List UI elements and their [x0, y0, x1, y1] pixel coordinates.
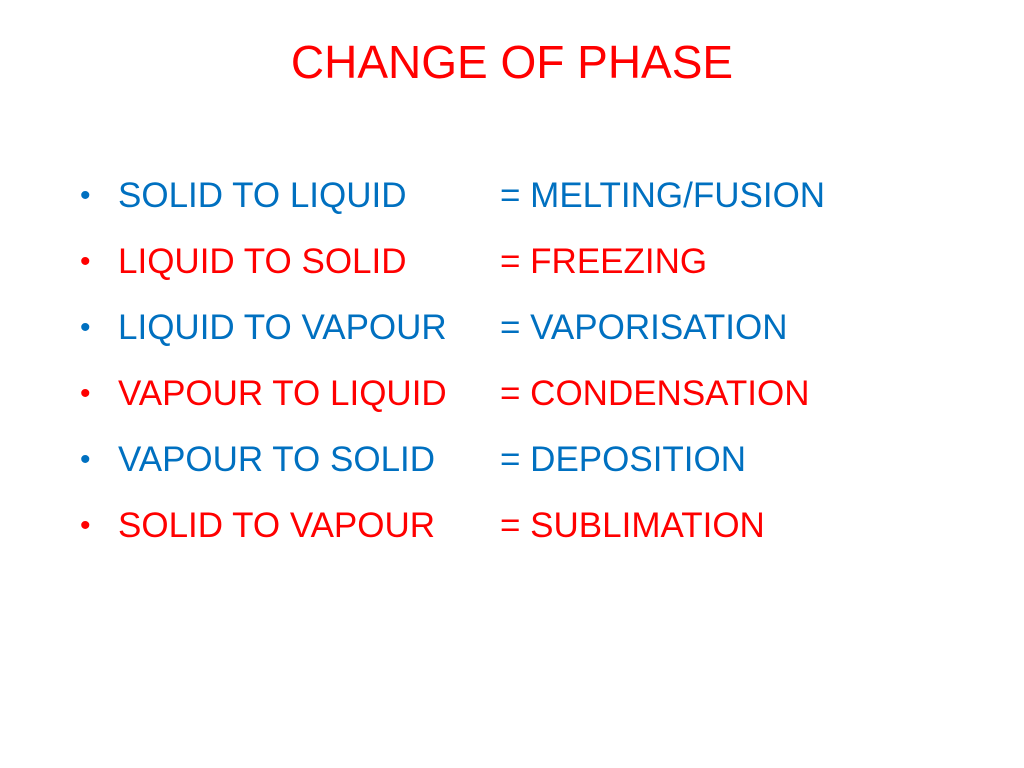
phase-term: VAPOUR TO SOLID	[118, 440, 436, 479]
bullet-icon: •	[80, 179, 91, 212]
list-item: • SOLID TO LIQUID = MELTING/FUSION	[80, 163, 980, 229]
phase-definition: = FREEZING	[500, 242, 708, 281]
phase-definition: = MELTING/FUSION	[500, 176, 826, 215]
phase-term: VAPOUR TO LIQUID	[118, 374, 447, 413]
slide-title: CHANGE OF PHASE	[290, 36, 734, 88]
list-item: • LIQUID TO VAPOUR = VAPORISATION	[80, 295, 980, 361]
list-item: • SOLID TO VAPOUR = SUBLIMATION	[80, 493, 980, 559]
bullet-icon: •	[80, 311, 91, 344]
phase-change-list: • SOLID TO LIQUID = MELTING/FUSION • LIQ…	[80, 163, 980, 559]
phase-term: LIQUID TO SOLID	[118, 242, 407, 281]
bullet-icon: •	[80, 509, 91, 542]
list-item: • VAPOUR TO SOLID = DEPOSITION	[80, 427, 980, 493]
list-item: • VAPOUR TO LIQUID = CONDENSATION	[80, 361, 980, 427]
phase-definition: = CONDENSATION	[500, 374, 810, 413]
bullet-icon: •	[80, 377, 91, 410]
bullet-icon: •	[80, 245, 91, 278]
phase-definition: = VAPORISATION	[500, 308, 788, 347]
phase-definition: = SUBLIMATION	[500, 506, 765, 545]
phase-term: SOLID TO LIQUID	[118, 176, 407, 215]
phase-definition: = DEPOSITION	[500, 440, 747, 479]
phase-term: SOLID TO VAPOUR	[118, 506, 436, 545]
bullet-icon: •	[80, 443, 91, 476]
phase-term: LIQUID TO VAPOUR	[118, 308, 447, 347]
list-item: • LIQUID TO SOLID = FREEZING	[80, 229, 980, 295]
